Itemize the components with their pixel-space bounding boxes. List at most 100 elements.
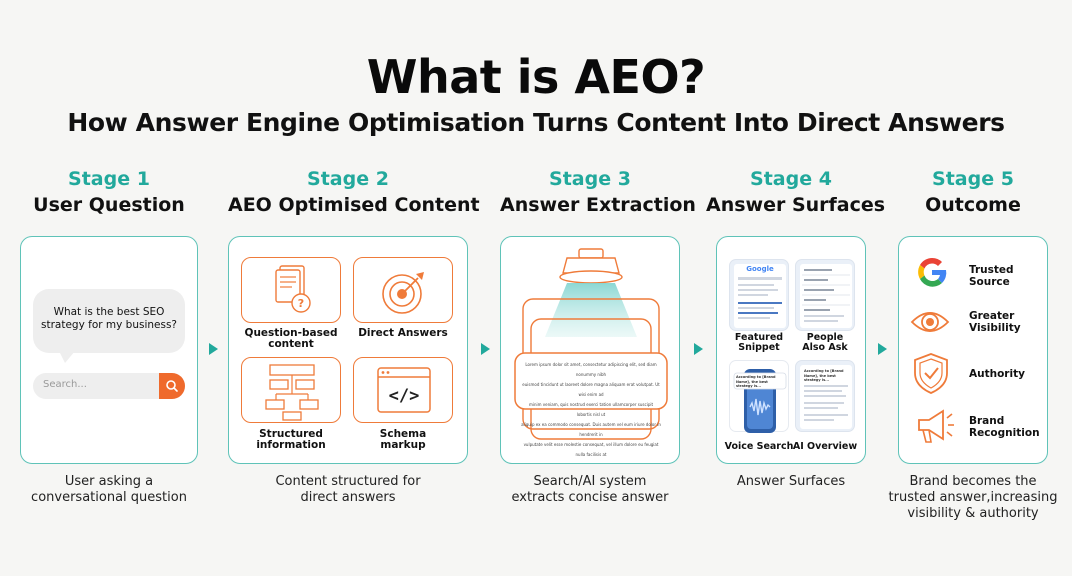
shield-check-icon (914, 353, 948, 394)
structured-info-tile (241, 357, 341, 423)
outcome-label: Authority (969, 368, 1025, 380)
stage-4-card: Google Featured Snippet People Also Ask (716, 236, 866, 464)
google-g-icon (918, 257, 947, 287)
surface-label-line: People (806, 332, 844, 343)
caption-line: Content structured for (275, 474, 421, 489)
outcome-line: Authority (969, 368, 1025, 380)
stage-name: Answer Extraction (500, 194, 696, 216)
stage-number: Stage 4 (750, 168, 832, 190)
stage-3-header: Stage 3 Answer Extraction (500, 168, 696, 216)
code-icon: </> (377, 367, 431, 413)
surface-label: AI Overview (790, 442, 860, 452)
stage-5-caption: Brand becomes the trusted answer,increas… (878, 474, 1068, 522)
surface-label-line: Featured (734, 332, 784, 343)
outcome-line: Greater (969, 310, 1015, 322)
surface-label: People Also Ask (790, 333, 860, 353)
stage-4-header: Stage 4 Answer Surfaces (706, 168, 886, 216)
tile-label-line: markup (380, 439, 426, 451)
caption-line: Search/AI system (533, 474, 647, 489)
question-line: strategy for my business? (40, 319, 178, 331)
structure-chart-icon (265, 364, 319, 421)
scanner-illustration (514, 248, 668, 440)
tile-label-line: Structured (259, 428, 323, 440)
outcome-label: Brand Recognition (969, 415, 1040, 439)
search-icon (166, 380, 178, 392)
tile-label-line: information (256, 439, 326, 451)
direct-answers-tile (353, 257, 453, 323)
outcome-line: Visibility (969, 322, 1021, 334)
question-content-tile: ? (241, 257, 341, 323)
phone-voice-icon (733, 369, 787, 433)
text-line: vulputate velit esse molestie consequat,… (523, 442, 659, 457)
arrow-4-icon (878, 343, 887, 355)
surface-label-line: Voice Search (724, 441, 794, 452)
tile-label: Structured information (236, 429, 346, 451)
text-line: Lorem ipsum dolor sit amet, consectetur … (525, 362, 657, 377)
stage-number: Stage 2 (307, 168, 389, 190)
svg-text:?: ? (298, 297, 304, 310)
stage-3-caption: Search/AI system extracts concise answer (495, 474, 685, 506)
caption-line: Brand becomes the (909, 474, 1037, 489)
caption-line: conversational question (31, 490, 187, 505)
question-list-mockup (800, 264, 852, 328)
search-result-mockup (734, 264, 786, 328)
caption-line: User asking a (64, 474, 154, 489)
stage-1-header: Stage 1 User Question (20, 168, 198, 216)
stage-number: Stage 3 (549, 168, 631, 190)
tile-label: Question-based content (236, 328, 346, 350)
arrow-3-icon (694, 343, 703, 355)
text-line: euismod tincidunt ut laoreet dolore magn… (522, 382, 660, 397)
stage-number: Stage 1 (68, 168, 150, 190)
stage-name: AEO Optimised Content (228, 194, 480, 216)
stage-name: Answer Surfaces (706, 194, 886, 216)
caption-line: trusted answer,increasing (888, 490, 1058, 505)
outcome-line: Source (969, 276, 1010, 288)
svg-text:</>: </> (389, 386, 420, 406)
caption-line: extracts concise answer (511, 490, 669, 505)
page-title: What is AEO? (366, 50, 706, 104)
target-icon (382, 272, 424, 314)
stage-2-card: ? Question-based content Direct Answers (228, 236, 468, 464)
tile-label-line: Question-based (244, 327, 338, 339)
stage-4-caption: Answer Surfaces (706, 474, 876, 490)
stage-2-caption: Content structured for direct answers (228, 474, 468, 506)
surface-label: Voice Search (724, 442, 794, 452)
surface-label: Featured Snippet (724, 333, 794, 353)
stage-1-caption: User asking a conversational question (15, 474, 203, 506)
ai-overview-thumbnail: According to [Brand Name], the best stra… (795, 360, 855, 432)
search-button[interactable] (159, 373, 185, 399)
surface-label-line: Snippet (738, 342, 780, 353)
megaphone-icon (918, 409, 954, 443)
question-line: What is the best SEO (53, 306, 165, 318)
tile-label: Direct Answers (348, 328, 458, 339)
text-line: minim veniam, quis nostrud exerci tation… (528, 402, 654, 417)
surface-label-line: Also Ask (802, 342, 848, 353)
stage-number: Stage 5 (932, 168, 1014, 190)
tile-label-line: Direct Answers (358, 327, 448, 339)
stage-name: Outcome (925, 194, 1021, 216)
tile-label-line: content (268, 338, 314, 350)
stage-3-card: Lorem ipsum dolor sit amet, consectetur … (500, 236, 680, 464)
google-logo-text: Google (746, 265, 774, 273)
text-line: aliquip ex ea commodo consequat. Duis au… (521, 422, 661, 437)
people-also-ask-thumbnail (795, 259, 855, 331)
arrow-1-icon (209, 343, 218, 355)
search-input[interactable]: Search... (33, 373, 185, 399)
stage-name: User Question (33, 194, 185, 216)
bubble-tail (59, 351, 75, 363)
eye-icon (910, 312, 950, 332)
stage-2-header: Stage 2 AEO Optimised Content (228, 168, 480, 216)
page-subtitle: How Answer Engine Optimisation Turns Con… (67, 108, 1005, 137)
caption-line: Answer Surfaces (736, 474, 846, 489)
outcome-line: Brand (969, 415, 1005, 427)
tile-label: Schema markup (348, 429, 458, 451)
stage-1-card: What is the best SEO strategy for my bus… (20, 236, 198, 464)
surface-label-line: AI Overview (792, 441, 858, 452)
schema-markup-tile: </> (353, 357, 453, 423)
ai-overview-mockup (800, 365, 852, 429)
voice-quote: According to [Brand Name], the best stra… (736, 375, 776, 388)
stage-5-header: Stage 5 Outcome (898, 168, 1048, 216)
extracted-answer-text: Lorem ipsum dolor sit amet, consectetur … (521, 360, 661, 460)
arrow-2-icon (481, 343, 490, 355)
outcome-line: Recognition (969, 427, 1040, 439)
